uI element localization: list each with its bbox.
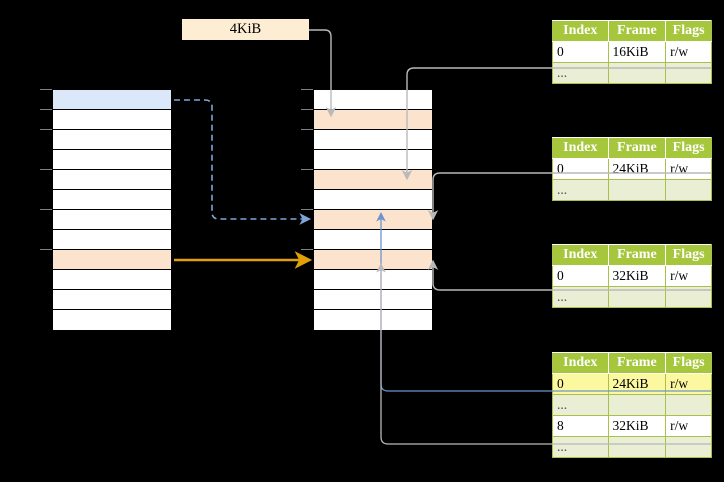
memory-cell [314,90,432,110]
column-header-index: Index [552,137,609,159]
memory-cell [314,290,432,310]
cell-flags: r/w [665,373,712,395]
memory-cell [53,210,171,230]
cell-index: ... [552,436,609,458]
memory-cell [314,270,432,290]
cell-flags [665,179,712,201]
memory-cell [53,150,171,170]
cell-index: ... [552,286,609,308]
cell-flags: r/w [665,265,712,287]
memory-cell [314,170,432,190]
column-header-frame: Frame [607,20,667,42]
physical-memory-stack [313,89,433,330]
memory-cell [53,130,171,150]
cell-index: 0 [552,265,609,287]
cell-frame: 16KiB [607,41,667,63]
cell-frame [607,394,667,416]
cell-index: ... [552,179,609,201]
table-row: ... [552,179,712,201]
memory-cell [314,110,432,130]
size-label-4kib: 4KiB [182,19,309,40]
left-stack-ticks [40,89,52,250]
memory-cell [314,250,432,270]
memory-cell [53,90,171,110]
memory-cell [53,190,171,210]
virtual-address-space-stack [52,89,172,330]
memory-cell [53,230,171,250]
memory-cell [53,250,171,270]
memory-cell [53,110,171,130]
cell-frame: 32KiB [607,415,667,437]
cell-flags [665,394,712,416]
memory-cell [53,310,171,330]
cell-frame [607,286,667,308]
cell-frame: 32KiB [607,265,667,287]
table-row: ... [552,286,712,308]
table-row: ... [552,436,712,458]
connector-vaddr-dashed [174,99,312,225]
column-header-flags: Flags [665,137,712,159]
memory-cell [53,290,171,310]
table-row: ... [552,394,712,416]
cell-index: ... [552,394,609,416]
mid-stack-ticks [301,89,313,250]
cell-flags: r/w [665,158,712,180]
cell-index: 8 [552,415,609,437]
column-header-frame: Frame [607,244,667,266]
memory-cell [314,130,432,150]
memory-cell [314,210,432,230]
column-header-index: Index [552,244,609,266]
column-header-flags: Flags [665,20,712,42]
memory-cell [314,150,432,170]
memory-cell [314,230,432,250]
column-header-frame: Frame [607,352,667,374]
column-header-flags: Flags [665,244,712,266]
cell-flags: r/w [665,415,712,437]
cell-frame: 24KiB [607,373,667,395]
cell-flags [665,436,712,458]
memory-cell [53,270,171,290]
column-header-index: Index [552,352,609,374]
table-row: ... [552,62,712,84]
column-header-frame: Frame [607,137,667,159]
column-header-index: Index [552,20,609,42]
memory-cell [53,170,171,190]
memory-cell [314,190,432,210]
cell-index: 0 [552,373,609,395]
cell-frame [607,436,667,458]
cell-index: ... [552,62,609,84]
cell-frame: 24KiB [607,158,667,180]
cell-flags [665,286,712,308]
column-header-flags: Flags [665,352,712,374]
cell-flags [665,62,712,84]
cell-frame [607,62,667,84]
memory-cell [314,310,432,330]
cell-flags: r/w [665,41,712,63]
cell-index: 0 [552,41,609,63]
cell-index: 0 [552,158,609,180]
cell-frame [607,179,667,201]
